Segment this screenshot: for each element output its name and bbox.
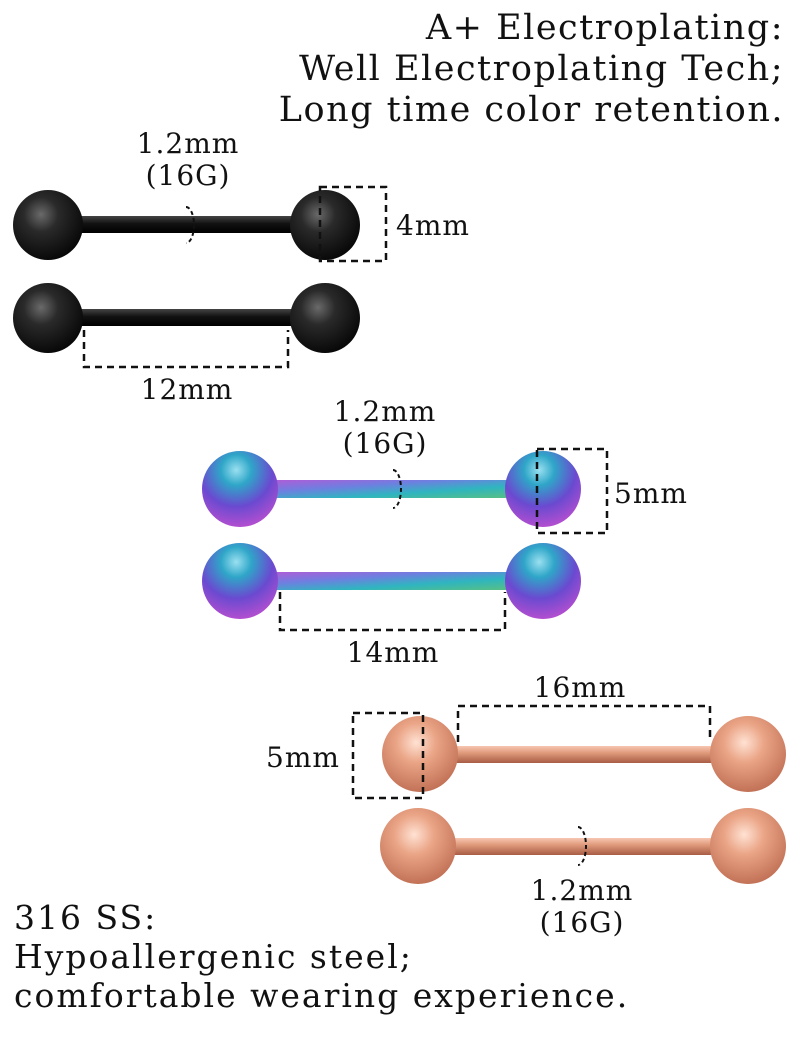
rainbow-ball-left-1 xyxy=(202,451,278,527)
rosegold-barbell-2 xyxy=(380,808,786,884)
black-ball-right-2 xyxy=(290,283,360,353)
rosegold-gauge-line1: 1.2mm xyxy=(530,874,634,907)
rainbow-barbell-1 xyxy=(202,447,609,535)
top-caption-line1: A+ Electroplating: xyxy=(425,8,784,48)
rosegold-gauge-label: 1.2mm (16G) xyxy=(512,875,652,939)
rainbow-bar-length-label: 14mm xyxy=(346,636,440,669)
rainbow-gauge-line1: 1.2mm xyxy=(333,395,437,428)
black-barbell-1 xyxy=(13,185,388,263)
black-bar-2 xyxy=(70,309,310,326)
ball-size-box-rosegold xyxy=(351,711,425,800)
rainbow-ball-size-label: 5mm xyxy=(614,477,688,510)
top-caption-line2: Well Electroplating Tech; xyxy=(299,49,784,89)
rainbow-gauge-line2: (16G) xyxy=(342,427,428,460)
black-gauge-line1: 1.2mm xyxy=(136,127,240,160)
rainbow-gauge-label: 1.2mm (16G) xyxy=(315,396,455,460)
bottom-caption-line2: Hypoallergenic steel; xyxy=(14,937,413,976)
rainbow-barbell-2 xyxy=(202,543,581,632)
black-bar-1 xyxy=(70,216,310,233)
rainbow-bar-1 xyxy=(260,480,520,498)
black-gauge-line2: (16G) xyxy=(145,159,231,192)
bottom-caption-line1: 316 SS: xyxy=(14,898,158,937)
bottom-caption: 316 SS: Hypoallergenic steel; comfortabl… xyxy=(14,898,629,1015)
black-ball-size-label: 4mm xyxy=(396,209,470,242)
rosegold-gauge-line2: (16G) xyxy=(539,906,625,939)
bar-length-bracket-rosegold xyxy=(456,704,712,742)
black-barbell-2 xyxy=(13,283,360,369)
rosegold-barbell-1 xyxy=(351,704,786,800)
gauge-marker-rainbow xyxy=(392,469,402,509)
rose-ball-right-2 xyxy=(710,808,786,884)
rose-bar-1 xyxy=(440,746,730,763)
bar-length-bracket-rainbow xyxy=(278,592,507,632)
rose-ball-left-2 xyxy=(380,808,456,884)
gauge-marker-rosegold xyxy=(577,826,587,866)
rosegold-bar-length-label: 16mm xyxy=(533,671,627,704)
ball-size-box-black xyxy=(318,185,388,263)
bottom-caption-line3: comfortable wearing experience. xyxy=(14,976,630,1015)
rainbow-ball-left-2 xyxy=(202,543,278,619)
rose-ball-left-1 xyxy=(382,716,458,792)
black-ball-left-2 xyxy=(13,283,83,353)
black-ball-left-1 xyxy=(13,190,83,260)
top-caption: A+ Electroplating: Well Electroplating T… xyxy=(279,8,784,131)
rainbow-ball-right-2 xyxy=(505,543,581,619)
rosegold-ball-size-label: 5mm xyxy=(266,741,340,774)
gauge-marker-black xyxy=(185,206,195,244)
top-caption-line3: Long time color retention. xyxy=(278,90,784,130)
rainbow-ball-right-1 xyxy=(505,451,581,527)
black-gauge-label: 1.2mm (16G) xyxy=(118,128,258,192)
black-bar-length-label: 12mm xyxy=(140,373,234,406)
ball-size-box-rainbow xyxy=(535,447,609,535)
bar-length-bracket-black xyxy=(82,330,290,369)
rose-ball-right-1 xyxy=(710,716,786,792)
black-ball-right-1 xyxy=(290,190,360,260)
rainbow-bar-2 xyxy=(260,572,520,590)
